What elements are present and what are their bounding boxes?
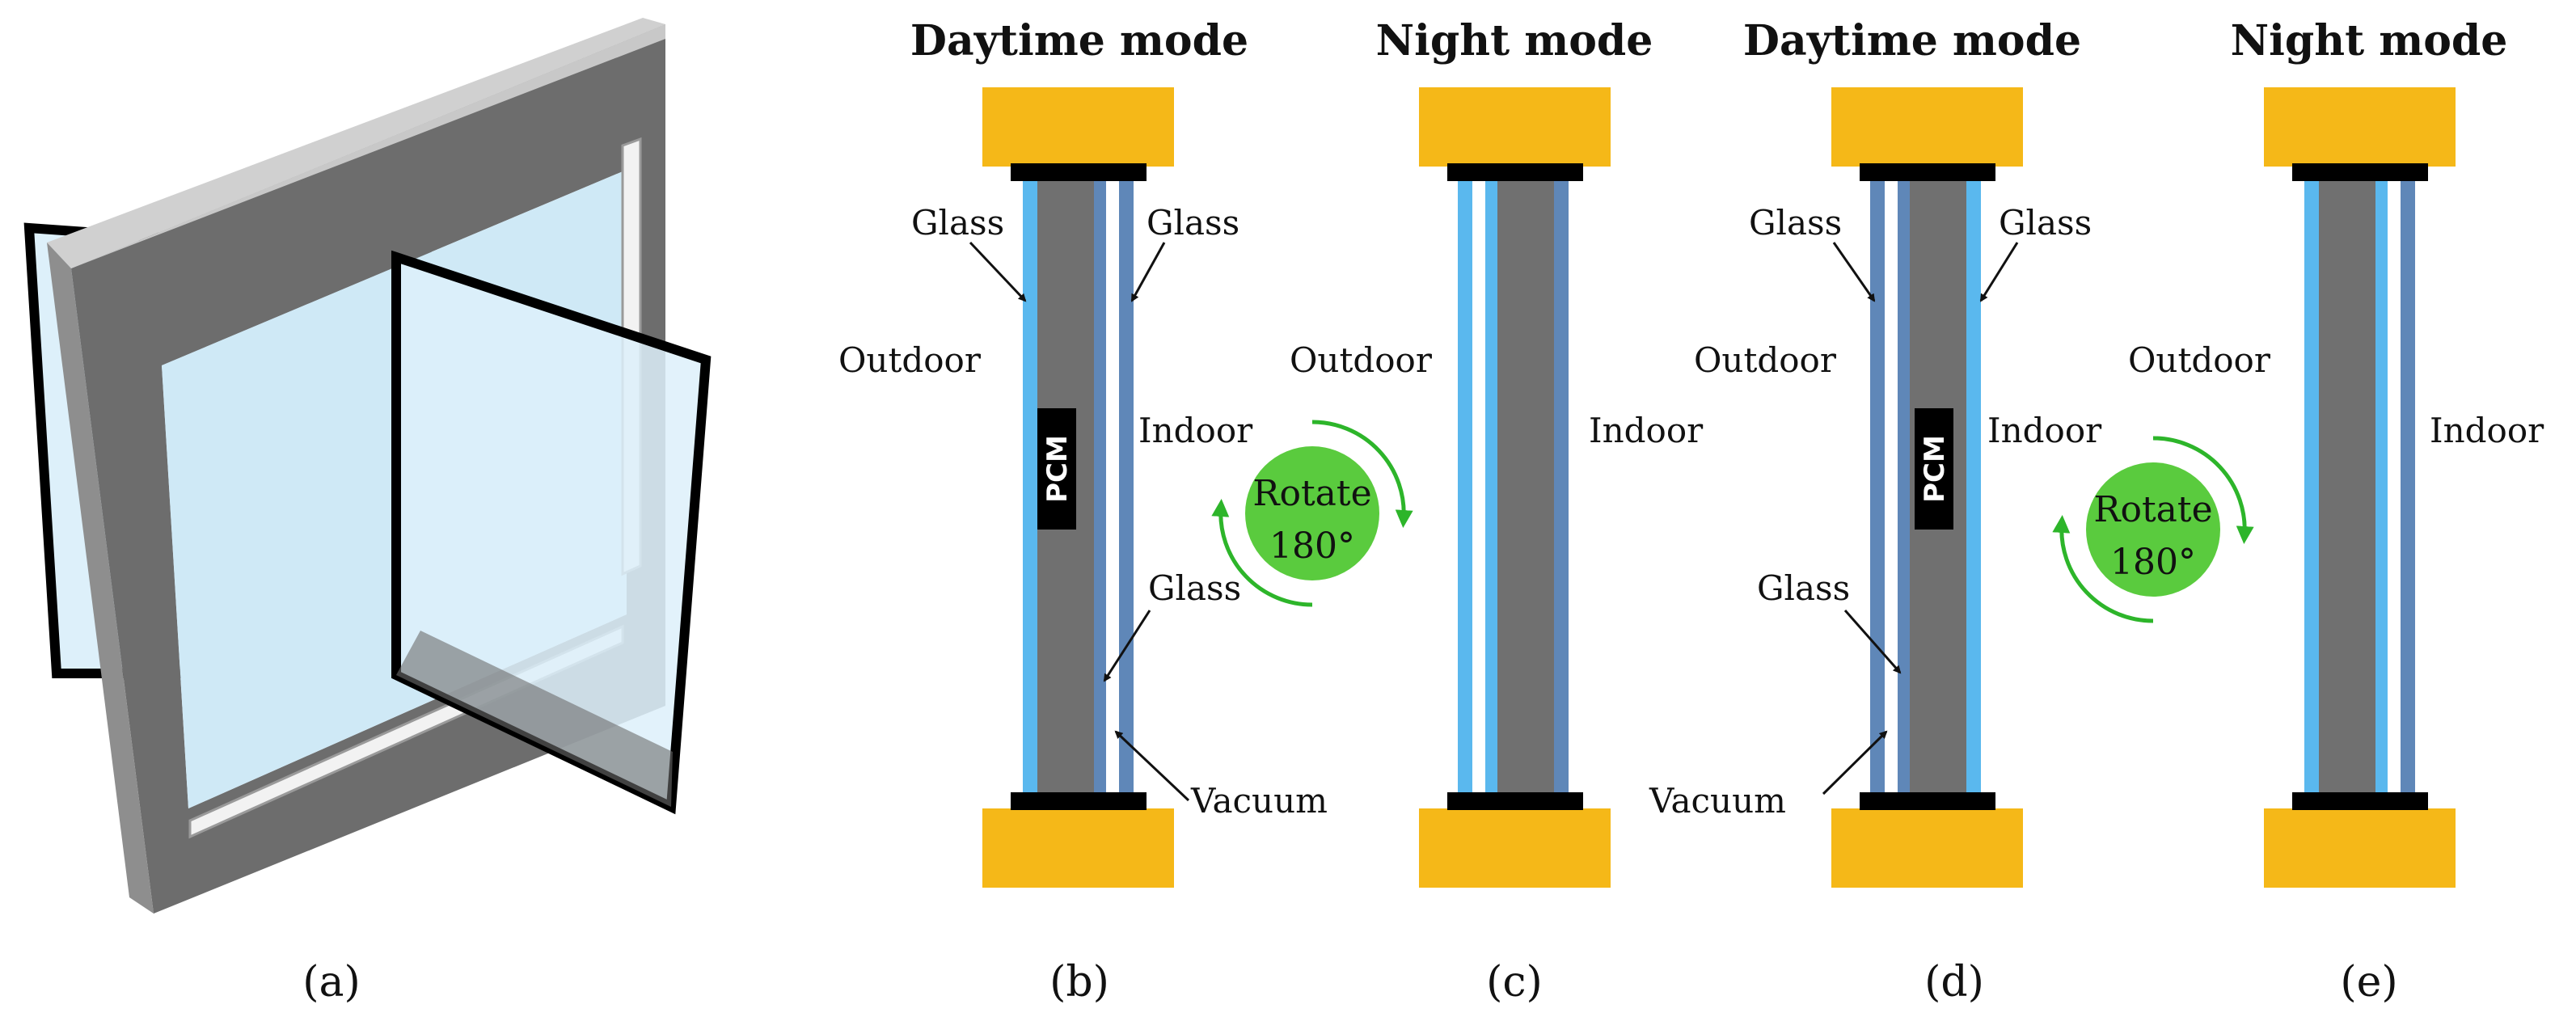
panel-d-daytime: Daytime mode PCM Glass Glass Outdoor Ind… <box>1649 16 2102 1007</box>
panel-e-title: Night mode <box>2231 16 2508 65</box>
seal-top-c <box>1447 163 1583 181</box>
seal-bottom-b <box>1011 792 1147 810</box>
outdoor-label-d: Outdoor <box>1694 340 1837 380</box>
frame-bottom-b <box>982 808 1174 888</box>
outdoor-label-e: Outdoor <box>2128 340 2271 380</box>
rotate-text-line2: 180° <box>2110 542 2196 583</box>
vacuum-gap-b <box>1106 181 1119 792</box>
seal-bottom-c <box>1447 792 1583 810</box>
outdoor-label-b: Outdoor <box>838 340 982 380</box>
frame-top-b <box>982 87 1174 167</box>
arrow-vacuum-b <box>1114 730 1190 802</box>
rotate-arrow-icon <box>2152 436 2254 544</box>
glass-indoor-d <box>1966 181 1981 792</box>
glass-inner-e <box>2375 181 2388 792</box>
glass-indoor-c <box>1554 181 1569 792</box>
rotate-arrow-icon <box>1311 420 1413 528</box>
indoor-label-e: Indoor <box>2430 411 2544 450</box>
indoor-label-c: Indoor <box>1589 411 1704 450</box>
glass-label-left-d: Glass <box>1749 203 1842 243</box>
vacuum-gap-c <box>1472 181 1485 792</box>
glass-inner-b <box>1094 181 1106 792</box>
caption-d: (d) <box>1924 958 1984 1007</box>
pcm-label-box-b <box>1037 408 1076 530</box>
rotate-180-badge-left: Rotate 180° <box>1211 420 1413 607</box>
pcm-label-d: PCM <box>1919 435 1951 503</box>
glass-inner-c <box>1485 181 1497 792</box>
arrow-glass-right-d <box>1979 242 2019 302</box>
vacuum-gap-d <box>1885 181 1898 792</box>
rotate-text-line1: Rotate <box>2093 489 2212 530</box>
rotate-text-line2: 180° <box>1269 525 1355 567</box>
glass-outdoor-d <box>1870 181 1885 792</box>
glass-indoor-b <box>1119 181 1134 792</box>
frame-top-c <box>1419 87 1611 167</box>
arrow-glass-right-b <box>1130 242 1166 302</box>
caption-e: (e) <box>2340 958 2397 1007</box>
vacuum-gap-e <box>2388 181 2401 792</box>
vacuum-label-d: Vacuum <box>1649 781 1786 821</box>
glass-outdoor-e <box>2304 181 2319 792</box>
seal-bottom-d <box>1860 792 1995 810</box>
frame-bottom-c <box>1419 808 1611 888</box>
arrow-glass-inner-d <box>1843 610 1902 674</box>
pcm-label-box-d <box>1915 408 1953 530</box>
rotate-180-badge-right: Rotate 180° <box>2052 436 2254 623</box>
glass-label-left-b: Glass <box>911 203 1004 243</box>
glass-inner-label-d: Glass <box>1757 568 1850 608</box>
glass-outdoor-c <box>1458 181 1472 792</box>
panel-b-title: Daytime mode <box>910 16 1248 65</box>
panel-b-daytime: Daytime mode PCM Glass Glass Outdoor Ind… <box>838 16 1328 1007</box>
arrow-vacuum-d <box>1822 730 1888 796</box>
pcm-layer-c <box>1497 181 1554 792</box>
arrow-glass-inner-b <box>1103 610 1151 682</box>
glass-label-right-d: Glass <box>1999 203 2092 243</box>
caption-a: (a) <box>302 958 361 1007</box>
glass-inner-label-b: Glass <box>1148 568 1241 608</box>
indoor-label-b: Indoor <box>1138 411 1253 450</box>
frame-top-e <box>2264 87 2456 167</box>
panel-c-night: Night mode Outdoor Indoor (c) <box>1290 16 1704 1007</box>
rotate-text-line1: Rotate <box>1252 473 1371 514</box>
window-3d-illustration <box>23 18 712 914</box>
frame-bottom-d <box>1831 808 2023 888</box>
indoor-label-d: Indoor <box>1987 411 2102 450</box>
frame-top-d <box>1831 87 2023 167</box>
pcm-label-b: PCM <box>1041 435 1074 503</box>
frame-bottom-e <box>2264 808 2456 888</box>
caption-c: (c) <box>1486 958 1543 1007</box>
window-frame-side <box>47 243 154 914</box>
panel-c-title: Night mode <box>1376 16 1653 65</box>
glass-indoor-e <box>2401 181 2415 792</box>
outdoor-label-c: Outdoor <box>1290 340 1433 380</box>
panel-e-night: Night mode Outdoor Indoor (e) <box>2128 16 2544 1007</box>
seal-top-b <box>1011 163 1147 181</box>
arrow-glass-left-d <box>1832 242 1876 302</box>
pcm-layer-e <box>2319 181 2375 792</box>
glass-label-right-b: Glass <box>1147 203 1239 243</box>
panel-d-title: Daytime mode <box>1743 16 2081 65</box>
caption-b: (b) <box>1049 958 1109 1007</box>
seal-bottom-e <box>2292 792 2428 810</box>
vacuum-label-b: Vacuum <box>1190 781 1328 821</box>
seal-top-d <box>1860 163 1995 181</box>
glass-inner-d <box>1898 181 1910 792</box>
glass-outdoor-b <box>1023 181 1037 792</box>
arrow-glass-left-b <box>969 241 1027 302</box>
seal-top-e <box>2292 163 2428 181</box>
